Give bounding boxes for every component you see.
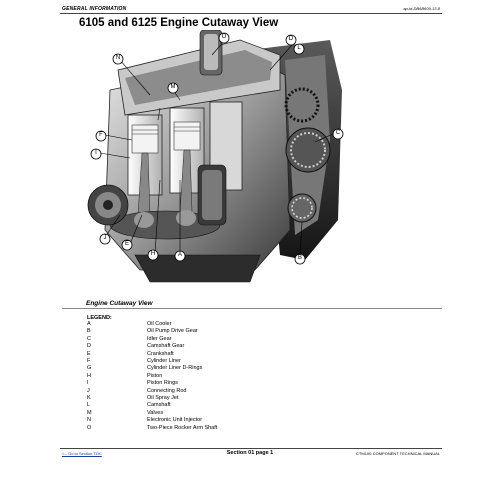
callout-f: F [95,129,107,147]
callout-l: L [293,42,305,60]
callout-c: C [332,127,344,145]
engine-cutaway-illustration: N O D M L C F I [80,29,350,292]
page-title: 6105 and 6125 Engine Cutaway View [79,17,279,29]
callout-e: E [121,238,133,256]
section-header: GENERAL INFORMATION [62,6,127,12]
page-number: Section 01 page 1 [226,450,274,456]
header-rule [60,13,442,14]
footer-rule [60,448,442,449]
go-to-section-toc-link[interactable]: <-- Go to Section TOC [62,451,102,456]
callout-h: H [147,248,159,266]
legend-title: LEGEND: [87,315,112,321]
callout-j: J [99,232,111,250]
callout-m: M [167,81,179,99]
callout-d: D [285,33,297,51]
callout-b: B [294,252,306,270]
engine-drawing [87,29,342,283]
callout-n: N [112,52,124,70]
callout-a: A [174,249,186,267]
document-code: ap-id-DB6B609-13-8 [403,6,440,11]
figure-caption: Engine Cutaway View [86,300,153,307]
callout-i: I [90,147,102,165]
manual-title: CTM100-COMPONENT TECHNICAL MANUAL [356,451,440,456]
caption-rule [62,308,442,309]
callout-o: O [218,31,230,49]
